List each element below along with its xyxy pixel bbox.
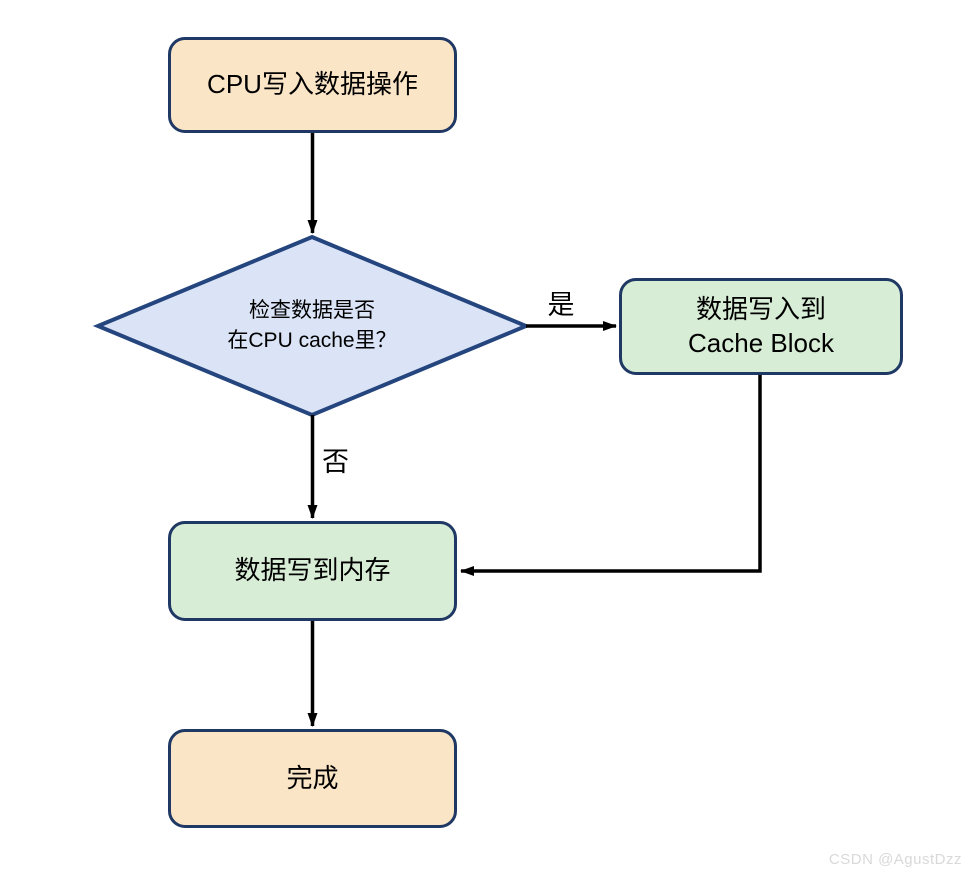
node-write-memory: 数据写到内存 [168, 521, 457, 621]
node-write-cache-label-line2: Cache Block [688, 327, 834, 358]
watermark-text: CSDN @AgustDzz [828, 851, 962, 868]
node-write-cache: 数据写入到 Cache Block [619, 278, 903, 375]
node-write-cache-label-line1: 数据写入到 [695, 293, 826, 324]
node-decision-label-line2: 在CPU cache里？ [227, 329, 397, 352]
node-write-memory-label: 数据写到内存 [234, 555, 391, 586]
node-start-label: CPU写入数据操作 [207, 69, 418, 100]
node-done: 完成 [168, 729, 457, 828]
node-decision: 检查数据是否 在CPU cache里？ [98, 237, 526, 415]
node-start: CPU写入数据操作 [168, 37, 457, 133]
edge-label-no: 否 [322, 447, 349, 477]
node-decision-label-line1: 检查数据是否 [249, 298, 375, 322]
node-done-label: 完成 [286, 762, 339, 793]
edge-label-yes: 是 [547, 290, 575, 320]
edge-cache-to-memory [460, 375, 762, 576]
